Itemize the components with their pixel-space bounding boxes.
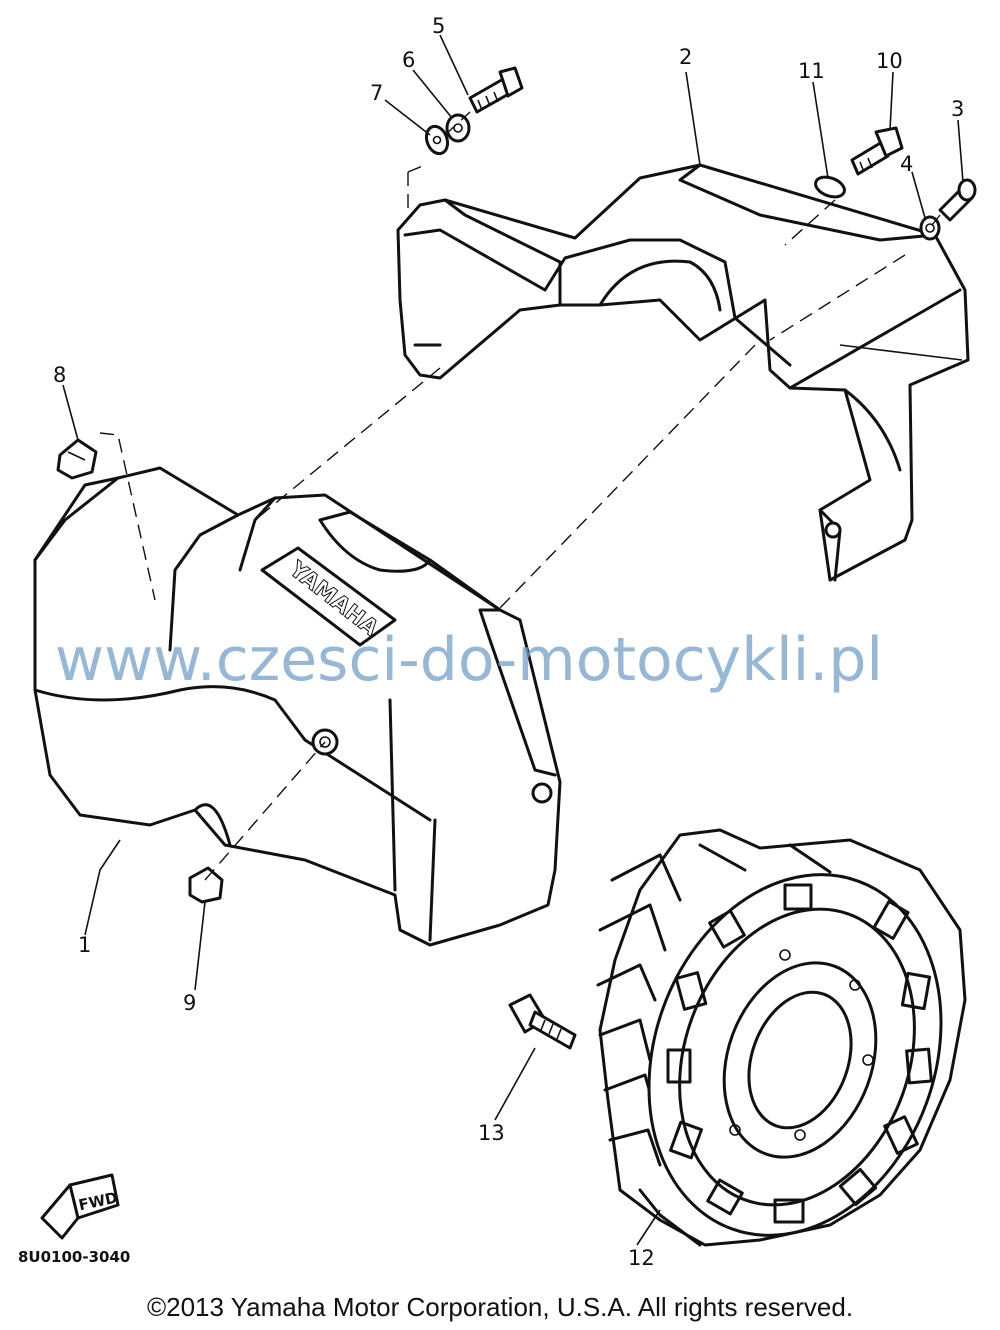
lower-housing-part-1: YAMAHA bbox=[33, 466, 562, 947]
screw-part-3 bbox=[938, 178, 977, 222]
washer-part-7 bbox=[424, 124, 450, 156]
callout-labels: 1 2 3 4 5 6 7 8 9 10 11 12 13 bbox=[53, 14, 964, 1270]
fwd-arrow: FWD bbox=[40, 1173, 120, 1240]
bolt-part-13 bbox=[508, 993, 577, 1050]
nut-part-9 bbox=[188, 866, 224, 904]
bolt-part-5 bbox=[468, 66, 524, 114]
washer-part-6 bbox=[445, 113, 471, 143]
flywheel-fan-part-12 bbox=[596, 828, 967, 1247]
callout-3: 3 bbox=[951, 97, 964, 121]
callout-10: 10 bbox=[876, 49, 903, 73]
upper-shroud-part-2 bbox=[396, 163, 970, 582]
callout-5: 5 bbox=[432, 14, 445, 38]
watermark-text: www.czesci-do-motocykli.pl bbox=[55, 625, 884, 695]
callout-4: 4 bbox=[900, 152, 913, 176]
callout-7: 7 bbox=[370, 81, 383, 105]
callout-9: 9 bbox=[183, 991, 196, 1015]
callout-13: 13 bbox=[478, 1121, 505, 1145]
callout-6: 6 bbox=[402, 48, 415, 72]
washer-part-11 bbox=[814, 175, 846, 199]
callout-1: 1 bbox=[78, 933, 91, 957]
copyright-notice: ©2013 Yamaha Motor Corporation, U.S.A. A… bbox=[146, 1292, 854, 1322]
bolt-part-10 bbox=[850, 126, 904, 176]
assembly-lines bbox=[62, 34, 964, 1246]
nut-part-8 bbox=[56, 438, 98, 480]
callout-11: 11 bbox=[798, 59, 825, 83]
callout-12: 12 bbox=[628, 1246, 655, 1270]
callout-8: 8 bbox=[53, 363, 66, 387]
callout-2: 2 bbox=[679, 45, 692, 69]
catalog-number: 8U0100-3040 bbox=[18, 1248, 131, 1266]
